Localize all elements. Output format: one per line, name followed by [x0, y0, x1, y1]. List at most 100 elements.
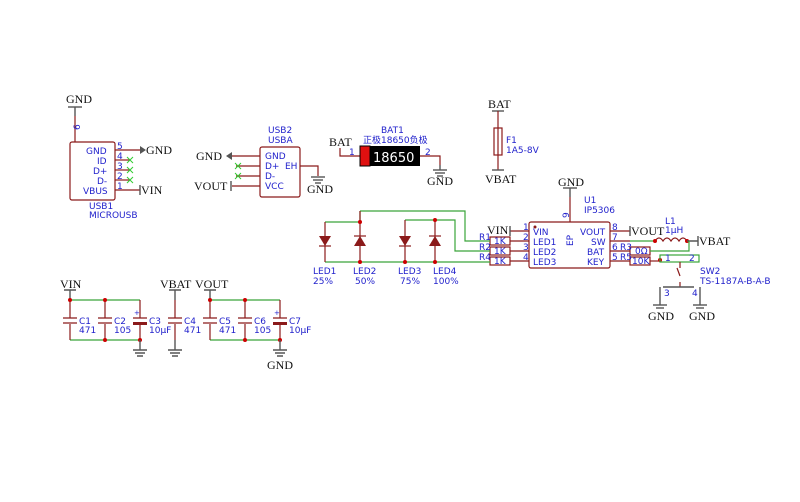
pin-name: LED1: [533, 238, 556, 248]
pin-number: 2: [523, 233, 529, 243]
value-label: 10K: [632, 257, 650, 267]
bat1-battery[interactable]: BAT1 正极18650负极 BAT 1 18650 2 GND: [329, 126, 453, 188]
pin-number: 4: [692, 289, 698, 299]
ref-label: C1: [79, 317, 91, 327]
ref-label: R5: [620, 253, 632, 263]
net-vout-label: VOUT: [631, 224, 665, 238]
ref-label: SW2: [700, 267, 720, 277]
value-label: 25%: [313, 277, 333, 287]
pin-number: 4: [523, 253, 529, 263]
pin-number: 3: [523, 243, 529, 253]
pin-number: 2: [117, 172, 123, 182]
ref-label: LED2: [353, 267, 376, 277]
ref-label: BAT1: [381, 126, 404, 136]
battery-body-label: 18650: [373, 151, 414, 166]
no-connect-icon: [234, 162, 242, 180]
pin-name: EP: [566, 234, 576, 246]
net-vbat-label: VBAT: [699, 234, 731, 248]
ref-label: F1: [506, 136, 517, 146]
ref-label: LED3: [398, 267, 421, 277]
pin-name: D-: [265, 172, 275, 182]
ref-label: C6: [254, 317, 266, 327]
ref-label: LED4: [433, 267, 457, 277]
leds[interactable]: LED1 25% LED2 50% LED3 75% LED4 100%: [313, 211, 459, 287]
net-vin-label: VIN: [60, 277, 82, 291]
pin-number: 3: [664, 289, 670, 299]
no-connect-icon: [126, 156, 134, 184]
ref-label: R2: [479, 243, 491, 253]
net-vin-label: VIN: [487, 223, 509, 237]
pin-number: 1: [117, 182, 123, 192]
ref-label: R4: [479, 253, 491, 263]
value-label: 1K: [494, 237, 507, 247]
net-bat-label: BAT: [329, 135, 352, 149]
value-label: 10μF: [149, 326, 171, 336]
ref-label: C7: [289, 317, 301, 327]
led3-icon: [399, 236, 411, 246]
net-gnd-label: GND: [689, 309, 715, 323]
gnd-symbol: [140, 146, 146, 154]
pin-name: GND: [265, 152, 286, 162]
value-label: 50%: [355, 277, 375, 287]
ref-label: USB2: [268, 126, 292, 136]
net-gnd-label: GND: [558, 175, 584, 189]
value-label: USBA: [268, 136, 293, 146]
value-label: 正极18650负极: [363, 134, 428, 146]
gnd-symbol: [433, 165, 447, 177]
ref-label: C3: [149, 317, 161, 327]
value-label: 0Ω: [635, 247, 648, 257]
pin-number: 5: [612, 253, 618, 263]
polarity-plus-icon: +: [274, 309, 280, 317]
pin-name: ID: [97, 157, 107, 167]
net-gnd-label: GND: [146, 143, 172, 157]
led-resistors[interactable]: 1K 1K 1K R1 R2 R4: [479, 233, 511, 267]
pin-name: VIN: [533, 228, 549, 238]
value-label: 1μH: [665, 226, 683, 236]
gnd-symbol: [311, 176, 325, 184]
net-vout-label: VOUT: [195, 277, 229, 291]
pin-number: 6: [73, 124, 83, 130]
led2-icon: [354, 236, 366, 246]
net-gnd-label: GND: [307, 182, 333, 196]
u1-ip5306[interactable]: GND 9 U1 IP5306 EP VIN LED1 LED2 LED3 1 …: [487, 175, 665, 269]
sw2-switch[interactable]: 1 2 3 4 GND GND SW2 TS-1187A-B-A-B: [648, 254, 771, 323]
pin-number: 7: [612, 233, 618, 243]
pin-name: LED2: [533, 248, 556, 258]
value-label: 471: [79, 326, 96, 336]
net-gnd-label: GND: [267, 358, 293, 372]
value-label: 1K: [494, 257, 507, 267]
value-label: 471: [184, 326, 201, 336]
r3-r5-resistors[interactable]: 0Ω 10K R3 R5: [620, 243, 651, 267]
pin-number: 6: [612, 243, 618, 253]
net-vbat-label: VBAT: [485, 172, 517, 186]
pin-name: SW: [591, 238, 606, 248]
ref-label: R3: [620, 243, 632, 253]
value-label: 10μF: [289, 326, 311, 336]
pin-name: KEY: [587, 258, 605, 268]
net-bat-label: BAT: [488, 97, 511, 111]
ref-label: USB1: [89, 202, 113, 212]
net-gnd-label: GND: [196, 149, 222, 163]
polarity-plus-icon: +: [134, 309, 140, 317]
value-label: MICROUSB: [89, 211, 138, 221]
pin-name: GND: [86, 147, 107, 157]
ref-label: R1: [479, 233, 491, 243]
net-vout-label: VOUT: [194, 179, 228, 193]
f1-fuse[interactable]: BAT VBAT F1 1A5-8V: [485, 97, 540, 186]
pin-name: D+: [265, 162, 279, 172]
pin-number: 1: [523, 223, 529, 233]
value-label: 471: [219, 326, 236, 336]
usb1-connector[interactable]: GND 6 GND ID D+ D- VBUS 5 4 3 2 1 GND VI…: [66, 92, 172, 221]
pin-number: 1: [665, 254, 671, 264]
usb2-connector[interactable]: USB2 USBA GND D+ D- VCC EH GND VOUT GND: [194, 126, 333, 198]
value-label: 105: [254, 326, 271, 336]
ref-label: U1: [584, 196, 596, 206]
pin-number: 4: [117, 152, 123, 162]
pin-name: D+: [93, 167, 107, 177]
pin-name: LED3: [533, 258, 556, 268]
l1-inductor[interactable]: VBAT L1 1μH: [630, 217, 731, 252]
